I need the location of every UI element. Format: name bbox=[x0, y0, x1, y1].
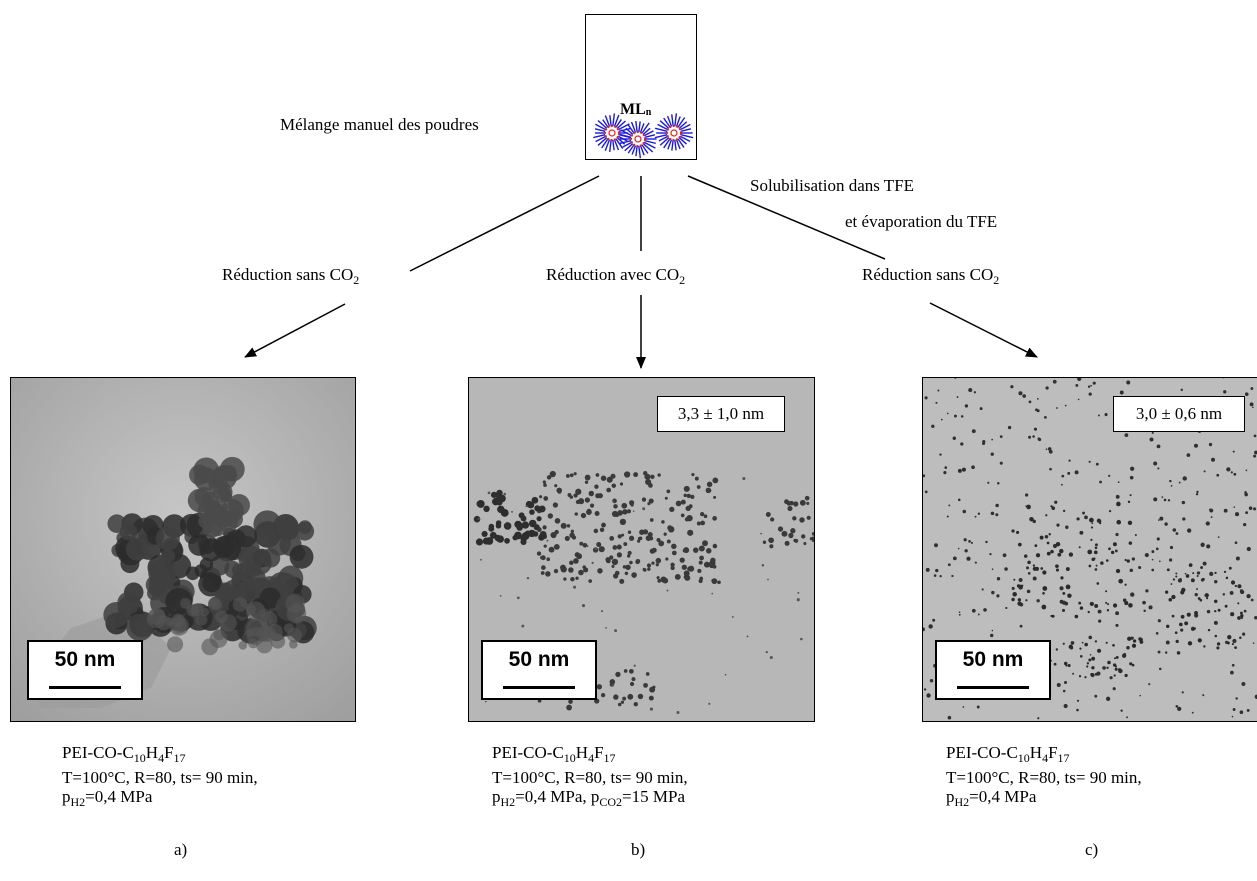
caption-a: PEI-CO-C10H4F17 T=100°C, R=80, ts= 90 mi… bbox=[62, 743, 258, 812]
scale-bar-a-line bbox=[49, 686, 121, 689]
branch-label-b-sub: 2 bbox=[679, 273, 686, 287]
caption-b-line1: PEI-CO-C10H4F17 bbox=[492, 743, 616, 765]
branch-label-a-sub: 2 bbox=[353, 273, 360, 287]
scale-bar-b-line bbox=[503, 686, 575, 689]
branch-label-c-sub: 2 bbox=[993, 273, 1000, 287]
branch-label-b: Réduction avec CO2 bbox=[546, 265, 685, 290]
panel-letter-b: b) bbox=[631, 840, 646, 859]
left-annotation: Mélange manuel des poudres bbox=[280, 115, 479, 134]
scale-bar-b-label: 50 nm bbox=[508, 648, 570, 671]
arrow-right bbox=[929, 302, 1038, 358]
caption-c-line3: pH2=0,4 MPa bbox=[946, 787, 1037, 809]
particle-cluster-icon bbox=[593, 113, 694, 159]
size-label-c: 3,0 ± 0,6 nm bbox=[1113, 396, 1245, 432]
scale-bar-c: 50 nm bbox=[935, 640, 1051, 700]
caption-c-line2: T=100°C, R=80, ts= 90 min, bbox=[946, 768, 1142, 787]
container-label-sub: n bbox=[645, 107, 652, 118]
arrow-left bbox=[244, 303, 346, 358]
caption-b-line3: pH2=0,4 MPa, pCO2=15 MPa bbox=[492, 787, 685, 809]
scale-bar-c-line bbox=[957, 686, 1029, 689]
container-label-main: ML bbox=[620, 101, 646, 118]
caption-c-line1: PEI-CO-C10H4F17 bbox=[946, 743, 1070, 765]
caption-b: PEI-CO-C10H4F17 T=100°C, R=80, ts= 90 mi… bbox=[492, 743, 688, 812]
caption-b-line2: T=100°C, R=80, ts= 90 min, bbox=[492, 768, 688, 787]
branch-label-a: Réduction sans CO2 bbox=[222, 265, 359, 290]
tem-image-c: 3,0 ± 0,6 nm 50 nm bbox=[922, 377, 1257, 722]
tem-image-a: 50 nm bbox=[10, 377, 356, 722]
caption-a-line1: PEI-CO-C10H4F17 bbox=[62, 743, 186, 765]
branch-label-c: Réduction sans CO2 bbox=[862, 265, 999, 290]
caption-c: PEI-CO-C10H4F17 T=100°C, R=80, ts= 90 mi… bbox=[946, 743, 1142, 812]
line-left-upper bbox=[409, 175, 600, 272]
scale-bar-b: 50 nm bbox=[481, 640, 597, 700]
container-label: MLn bbox=[620, 101, 651, 119]
tem-image-b: 3,3 ± 1,0 nm 50 nm bbox=[468, 377, 815, 722]
right-annotation-line2: et évaporation du TFE bbox=[845, 212, 998, 231]
panel-letter-c: c) bbox=[1085, 840, 1099, 859]
size-label-b: 3,3 ± 1,0 nm bbox=[657, 396, 785, 432]
caption-a-line3: pH2=0,4 MPa bbox=[62, 787, 153, 809]
scale-bar-a: 50 nm bbox=[27, 640, 143, 700]
branch-label-c-text: Réduction sans CO bbox=[862, 265, 994, 284]
scale-bar-c-label: 50 nm bbox=[962, 648, 1024, 671]
powder-container: MLn bbox=[585, 14, 697, 160]
right-annotation-line1: Solubilisation dans TFE bbox=[750, 176, 915, 195]
branch-label-a-text: Réduction sans CO bbox=[222, 265, 354, 284]
scale-bar-a-label: 50 nm bbox=[54, 648, 116, 671]
caption-a-line2: T=100°C, R=80, ts= 90 min, bbox=[62, 768, 258, 787]
branch-label-b-text: Réduction avec CO bbox=[546, 265, 680, 284]
panel-letter-a: a) bbox=[174, 840, 188, 859]
